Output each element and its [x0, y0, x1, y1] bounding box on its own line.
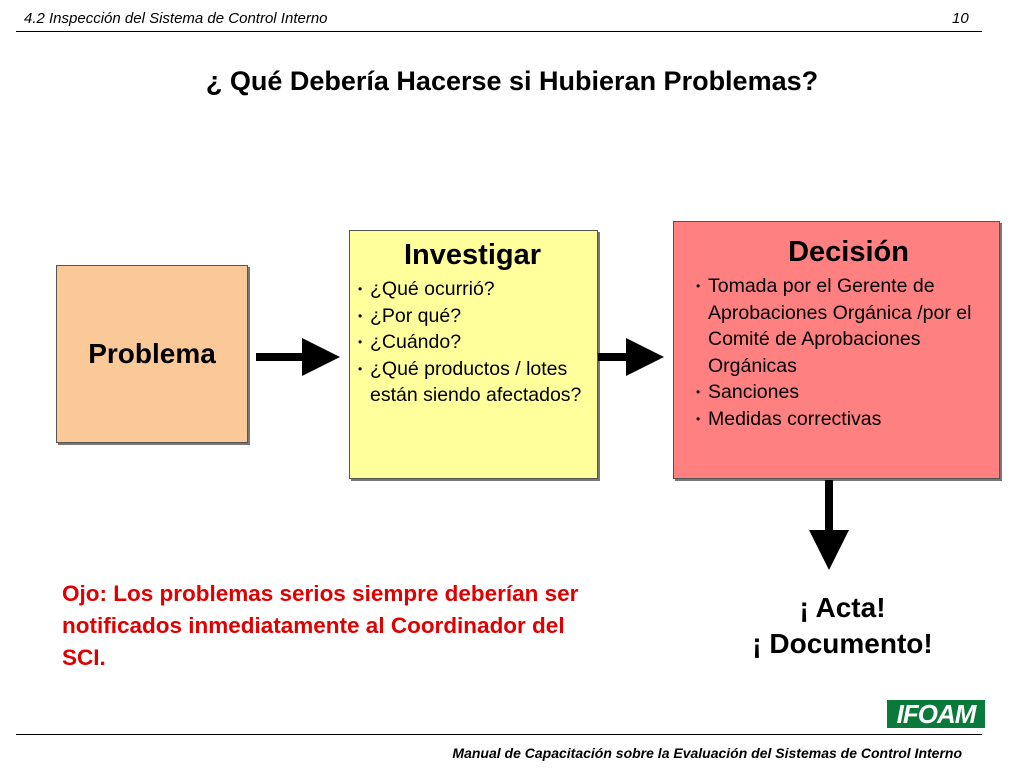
warning-note: Ojo: Los problemas serios siempre deberí…	[62, 581, 579, 670]
result-line-documento: ¡ Documento!	[752, 628, 933, 659]
result-line-acta: ¡ Acta!	[799, 592, 886, 623]
decision-box: Decisión Tomada por el Gerente de Aproba…	[673, 221, 1000, 479]
investigar-box: Investigar ¿Qué ocurrió? ¿Por qué? ¿Cuán…	[349, 230, 598, 479]
arrow-investigar-to-decision	[598, 338, 664, 376]
investigar-item: ¿Cuándo?	[358, 329, 587, 356]
header-page-number: 10	[952, 10, 969, 27]
header-section-title: 4.2 Inspección del Sistema de Control In…	[24, 10, 328, 27]
decision-item: Sanciones	[696, 379, 989, 406]
decision-list: Tomada por el Gerente de Aprobaciones Or…	[696, 273, 989, 432]
page-title: ¿ Qué Debería Hacerse si Hubieran Proble…	[205, 66, 819, 96]
arrow-decision-to-result	[809, 480, 849, 570]
investigar-item: ¿Por qué?	[358, 303, 587, 330]
decision-title: Decisión	[788, 236, 909, 268]
ifoam-logo: IFOAM	[887, 700, 985, 728]
result-text: ¡ Acta! ¡ Documento!	[720, 590, 965, 662]
investigar-item: ¿Qué ocurrió?	[358, 276, 587, 303]
investigar-title: Investigar	[404, 239, 541, 271]
problema-label: Problema	[88, 338, 216, 369]
footer-divider	[16, 734, 982, 735]
decision-item: Tomada por el Gerente de Aprobaciones Or…	[696, 273, 989, 379]
footer-text: Manual de Capacitación sobre la Evaluaci…	[452, 745, 962, 761]
investigar-item: ¿Qué productos / lotes están siendo afec…	[358, 356, 587, 409]
investigar-list: ¿Qué ocurrió? ¿Por qué? ¿Cuándo? ¿Qué pr…	[358, 276, 587, 409]
problema-box: Problema	[56, 265, 248, 443]
arrow-problema-to-investigar	[256, 338, 340, 376]
header-divider	[16, 31, 982, 32]
decision-item: Medidas correctivas	[696, 406, 989, 433]
